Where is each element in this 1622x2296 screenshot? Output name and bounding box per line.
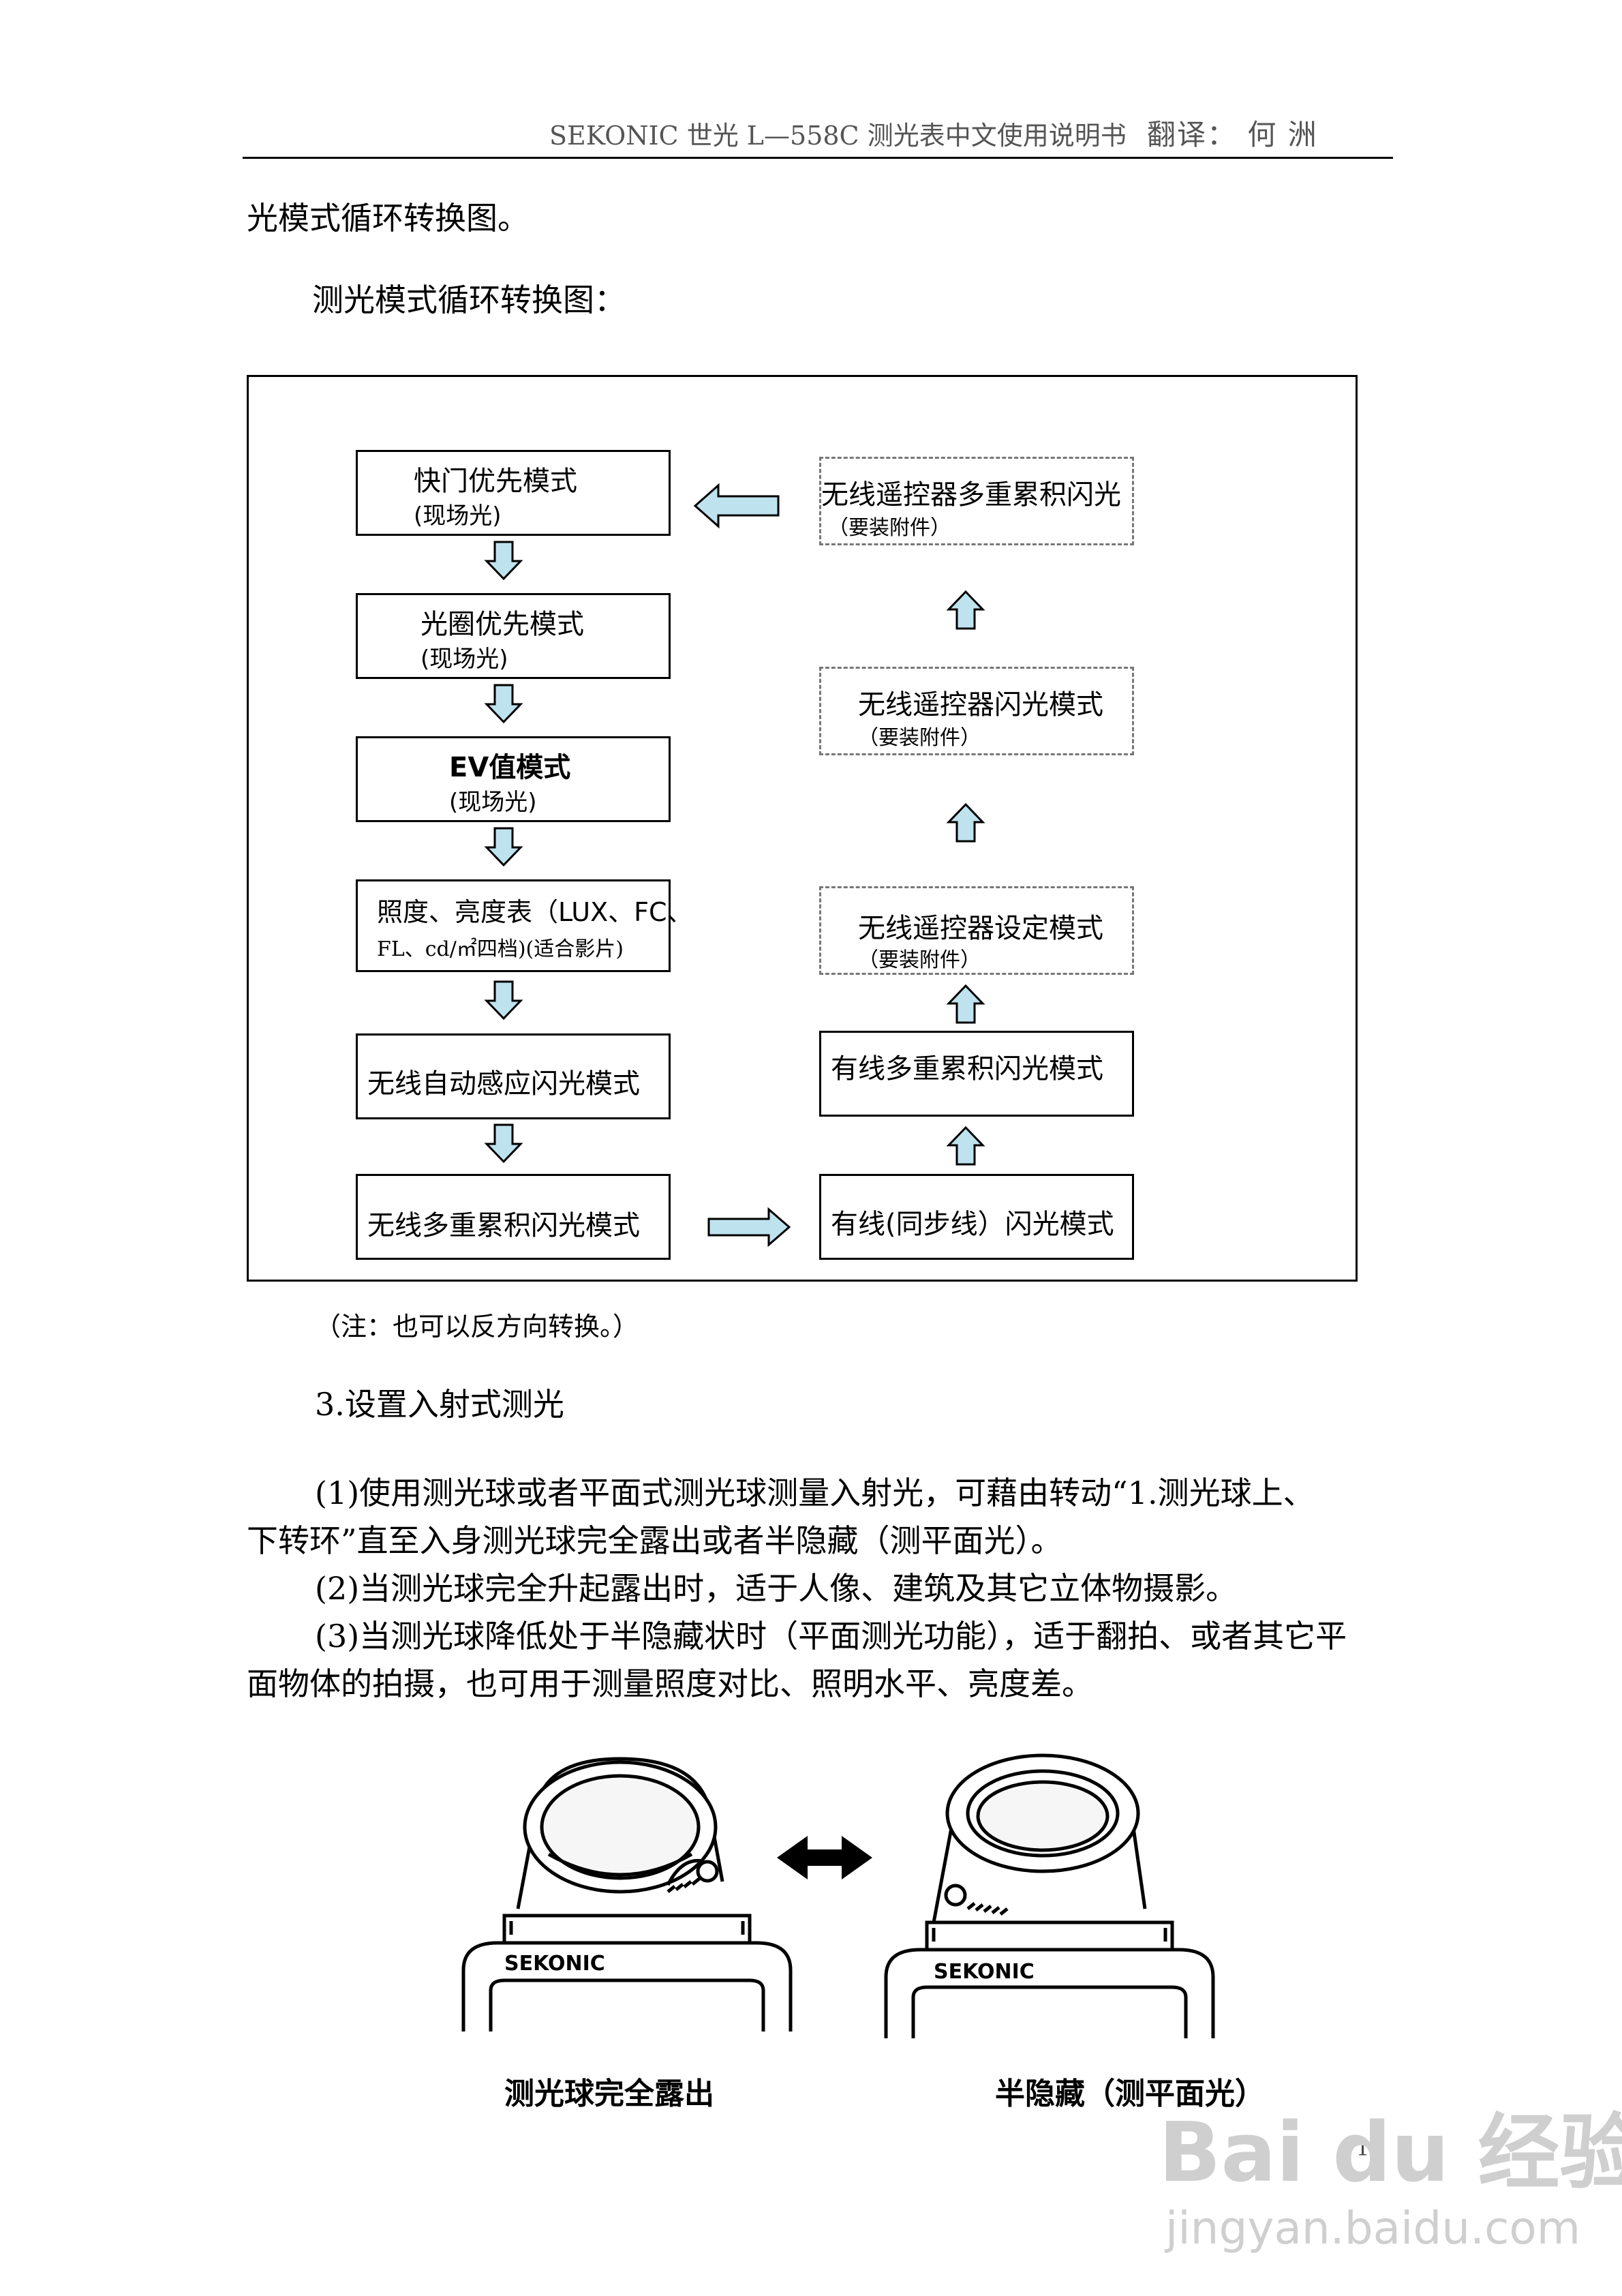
mode-box-remote-multi-flash: 无线遥控器多重累积闪光 （要装附件） xyxy=(819,457,1134,545)
caption-half-hidden: 半隐藏（测平面光） xyxy=(995,2076,1265,2111)
mode-box-illuminance: 照度、亮度表（LUX、FC、 FL、cd/㎡四档)(适合影片) xyxy=(356,879,693,972)
paragraph-3b: 面物体的拍摄，也可用于测量照度对比、照明水平、亮度差。 xyxy=(247,1665,1093,1702)
mode-box-wired-multi-flash: 有线多重累积闪光模式 xyxy=(819,1031,1134,1117)
mode-sublabel: (现场光) xyxy=(449,789,537,816)
mode-label: 无线遥控器闪光模式 xyxy=(858,689,1103,721)
page-number: 11 xyxy=(1356,2137,1383,2161)
mode-box-shutter-priority: 快门优先模式 (现场光) xyxy=(356,450,671,536)
caption-dome-exposed: 测光球完全露出 xyxy=(504,2076,714,2111)
arrow-down-1 xyxy=(484,541,523,581)
intro-line: 光模式循环转换图。 xyxy=(247,200,529,237)
arrow-down-5 xyxy=(484,1123,523,1164)
arrow-down-3 xyxy=(484,827,523,867)
double-arrow xyxy=(777,1836,872,1879)
diagram-note: （注：也可以反方向转换。） xyxy=(315,1312,639,1342)
mode-sublabel: FL、cd/㎡四档)(适合影片) xyxy=(377,937,624,961)
arrow-right xyxy=(707,1207,791,1248)
mode-label: 有线多重累积闪光模式 xyxy=(831,1053,1103,1085)
mode-label: 有线(同步线）闪光模式 xyxy=(831,1209,1114,1240)
mode-label: 无线遥控器设定模式 xyxy=(858,913,1103,944)
brand-label-right: SEKONIC xyxy=(934,1960,1035,1984)
diagram-title: 测光模式循环转换图： xyxy=(312,282,626,318)
arrow-down-2 xyxy=(484,684,523,724)
mode-label: EV值模式 xyxy=(449,752,571,783)
flow-diagram xyxy=(247,375,1358,1282)
mode-box-ev: EV值模式 (现场光) xyxy=(356,736,671,822)
paragraph-3a: (3)当测光球降低处于半隐藏状时（平面测光功能），适于翻拍、或者其它平 xyxy=(315,1618,1347,1655)
mode-label: 无线遥控器多重累积闪光 xyxy=(821,479,1121,511)
mode-label: 无线多重累积闪光模式 xyxy=(367,1210,640,1241)
mode-box-wired-sync-flash: 有线(同步线）闪光模式 xyxy=(819,1174,1134,1260)
watermark-url: jingyan.baidu.com xyxy=(1165,2202,1581,2254)
mode-sublabel: （要装附件） xyxy=(858,726,981,750)
brand-label-left: SEKONIC xyxy=(504,1952,605,1976)
arrow-up-1 xyxy=(946,1126,985,1166)
mode-box-remote-flash: 无线遥控器闪光模式 （要装附件） xyxy=(819,667,1134,755)
meter-dome-exposed xyxy=(461,1757,793,2031)
paragraph-2: (2)当测光球完全升起露出时，适于人像、建筑及其它立体物摄影。 xyxy=(315,1570,1238,1607)
header-translator: 翻译： 何 洲 xyxy=(1147,118,1318,151)
mode-sublabel: （要装附件） xyxy=(828,516,951,540)
mode-label: 无线自动感应闪光模式 xyxy=(367,1068,640,1100)
arrow-up-4 xyxy=(946,590,985,630)
mode-sublabel: (现场光) xyxy=(420,646,508,673)
paragraph-1a: (1)使用测光球或者平面式测光球测量入射光，可藉由转动“1.测光球上、 xyxy=(315,1475,1315,1511)
mode-label: 照度、亮度表（LUX、FC、 xyxy=(377,897,693,927)
arrow-left xyxy=(693,483,780,529)
mode-box-wireless-multi-flash: 无线多重累积闪光模式 xyxy=(356,1174,671,1260)
watermark-logo: Bai du 经验 xyxy=(1159,2106,1622,2201)
arrow-up-3 xyxy=(946,802,985,843)
section-title: 3.设置入射式测光 xyxy=(315,1386,564,1423)
arrow-down-4 xyxy=(484,980,523,1021)
arrow-up-2 xyxy=(946,984,985,1024)
mode-box-remote-setting: 无线遥控器设定模式 （要装附件） xyxy=(819,886,1134,975)
paragraph-1b: 下转环”直至入身测光球完全露出或者半隐藏（测平面光）。 xyxy=(247,1522,1062,1559)
light-meter-illustration: SEKONIC SEKONIC xyxy=(461,1753,1215,2038)
mode-sublabel: (现场光) xyxy=(414,502,502,530)
mode-sublabel: （要装附件） xyxy=(858,948,981,972)
mode-box-wireless-auto-flash: 无线自动感应闪光模式 xyxy=(356,1033,671,1119)
header-divider xyxy=(243,157,1393,159)
mode-label: 光圈优先模式 xyxy=(420,609,584,640)
mode-label: 快门优先模式 xyxy=(414,466,577,497)
header-title: SEKONIC 世光 L—558C 测光表中文使用说明书 xyxy=(549,121,1127,151)
meter-dome-half-hidden xyxy=(884,1753,1215,2038)
mode-box-aperture-priority: 光圈优先模式 (现场光) xyxy=(356,593,671,679)
